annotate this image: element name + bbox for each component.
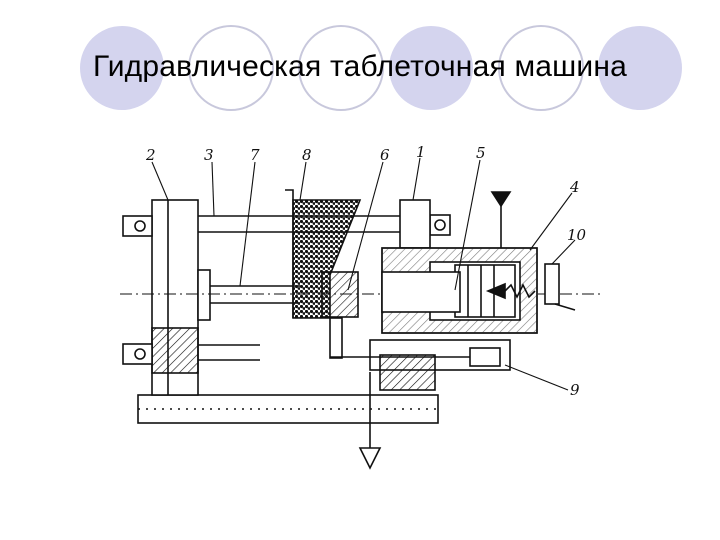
adjust-handle [544,263,576,311]
pressure-markers [358,191,512,470]
deco-circle-6 [598,26,682,110]
label-part-6: 6 [380,146,390,164]
label-part-5: 5 [476,144,486,162]
deco-circle-2 [188,25,274,111]
bottom-cylinder [330,339,511,391]
deco-circle-1 [80,26,164,110]
die [321,271,359,359]
deco-circle-4 [389,26,473,110]
left-frame [151,199,199,396]
label-part-7: 7 [250,146,260,164]
label-part-1: 1 [416,143,426,161]
label-part-9: 9 [570,381,580,399]
header-decoration [80,25,682,111]
label-part-10: 10 [567,226,587,244]
label-part-8: 8 [302,146,312,164]
label-part-3: 3 [204,146,214,164]
deco-circle-5 [498,25,584,111]
base-plate [137,394,439,424]
part-labels: 2 3 7 8 6 1 5 4 10 9 [145,143,587,399]
deco-circle-3 [298,25,384,111]
hydraulic-cylinder [381,247,538,334]
label-part-2: 2 [145,146,156,164]
slide-title: Гидравлическая таблеточная машина [92,50,628,83]
hydraulic-tablet-machine-diagram: 2 3 7 8 6 1 5 4 10 9 [120,143,600,470]
nuts [122,214,451,365]
leader-lines [151,157,576,391]
label-part-4: 4 [569,178,580,196]
right-frame [399,199,431,249]
hopper [285,189,362,319]
